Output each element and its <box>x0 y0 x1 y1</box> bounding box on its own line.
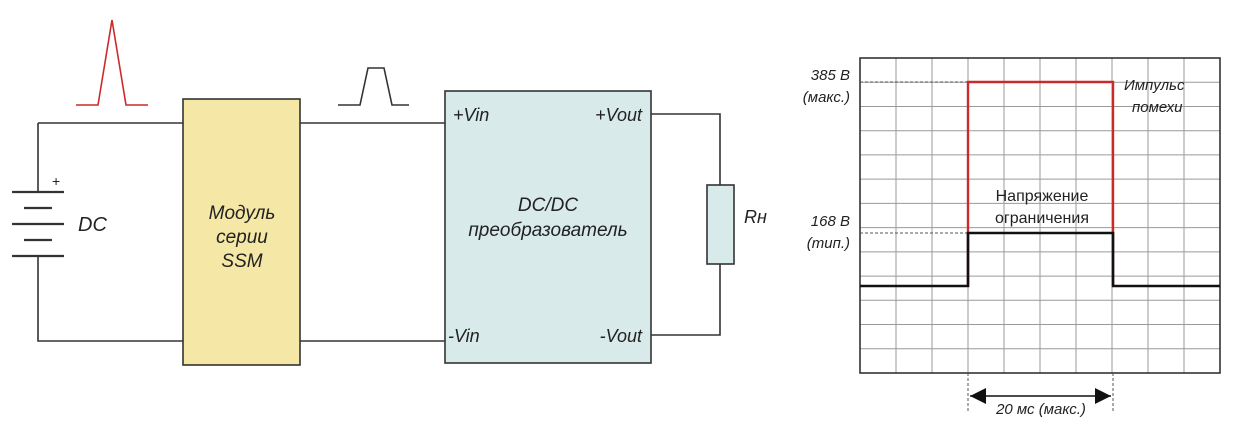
surge-value-note: (макс.) <box>803 89 850 106</box>
surge-value-label: 385 В <box>811 67 850 84</box>
pin-vout-minus: -Vout <box>600 326 643 346</box>
graph-grid <box>860 58 1220 373</box>
clamped-pulse-icon <box>338 67 409 106</box>
pin-vin-minus: -Vin <box>448 326 480 346</box>
ssm-label-line3: SSM <box>221 251 262 272</box>
clamp-value-note: (тип.) <box>807 235 850 252</box>
converter-box <box>444 90 652 364</box>
surge-curve-label-line2: помехи <box>1132 99 1183 116</box>
surge-pulse-curve <box>966 80 1115 286</box>
battery-bottom-wire <box>37 256 183 342</box>
clamp-value-label: 168 В <box>811 213 850 230</box>
load-resistor-label: Rн <box>744 207 767 227</box>
voltage-timing-graph: 385 В (макс.) 168 В (тип.) Импульс помех… <box>803 57 1221 418</box>
pin-vin-plus: +Vin <box>453 105 489 125</box>
ssm-label-line1: Модуль <box>209 203 276 224</box>
output-top-wire <box>651 113 721 185</box>
converter-title-line1: DC/DC <box>518 195 578 216</box>
graph-frame <box>859 57 1221 374</box>
surge-spike-icon <box>76 19 148 106</box>
duration-label: 20 мс (макс.) <box>995 401 1086 418</box>
battery-symbol: + DC <box>12 173 107 258</box>
battery-plus-sign: + <box>52 173 60 189</box>
ssm-label-line2: серии <box>216 227 268 248</box>
output-bottom-wire <box>651 264 721 336</box>
clamp-curve-label-line2: ограничения <box>995 210 1089 227</box>
surge-curve-label-line1: Импульс <box>1124 77 1185 94</box>
battery-label: DC <box>78 214 107 236</box>
ssm-module-box <box>182 98 301 366</box>
load-resistor <box>706 184 735 265</box>
clamp-curve-label-line1: Напряжение <box>996 188 1089 205</box>
clamp-voltage-curve <box>860 231 1220 288</box>
circuit-schematic: + DC Модуль серии SSM +Vin +Vout -Vin -V… <box>12 19 767 366</box>
converter-title-line2: преобразователь <box>468 220 627 241</box>
pin-vout-plus: +Vout <box>595 105 643 125</box>
